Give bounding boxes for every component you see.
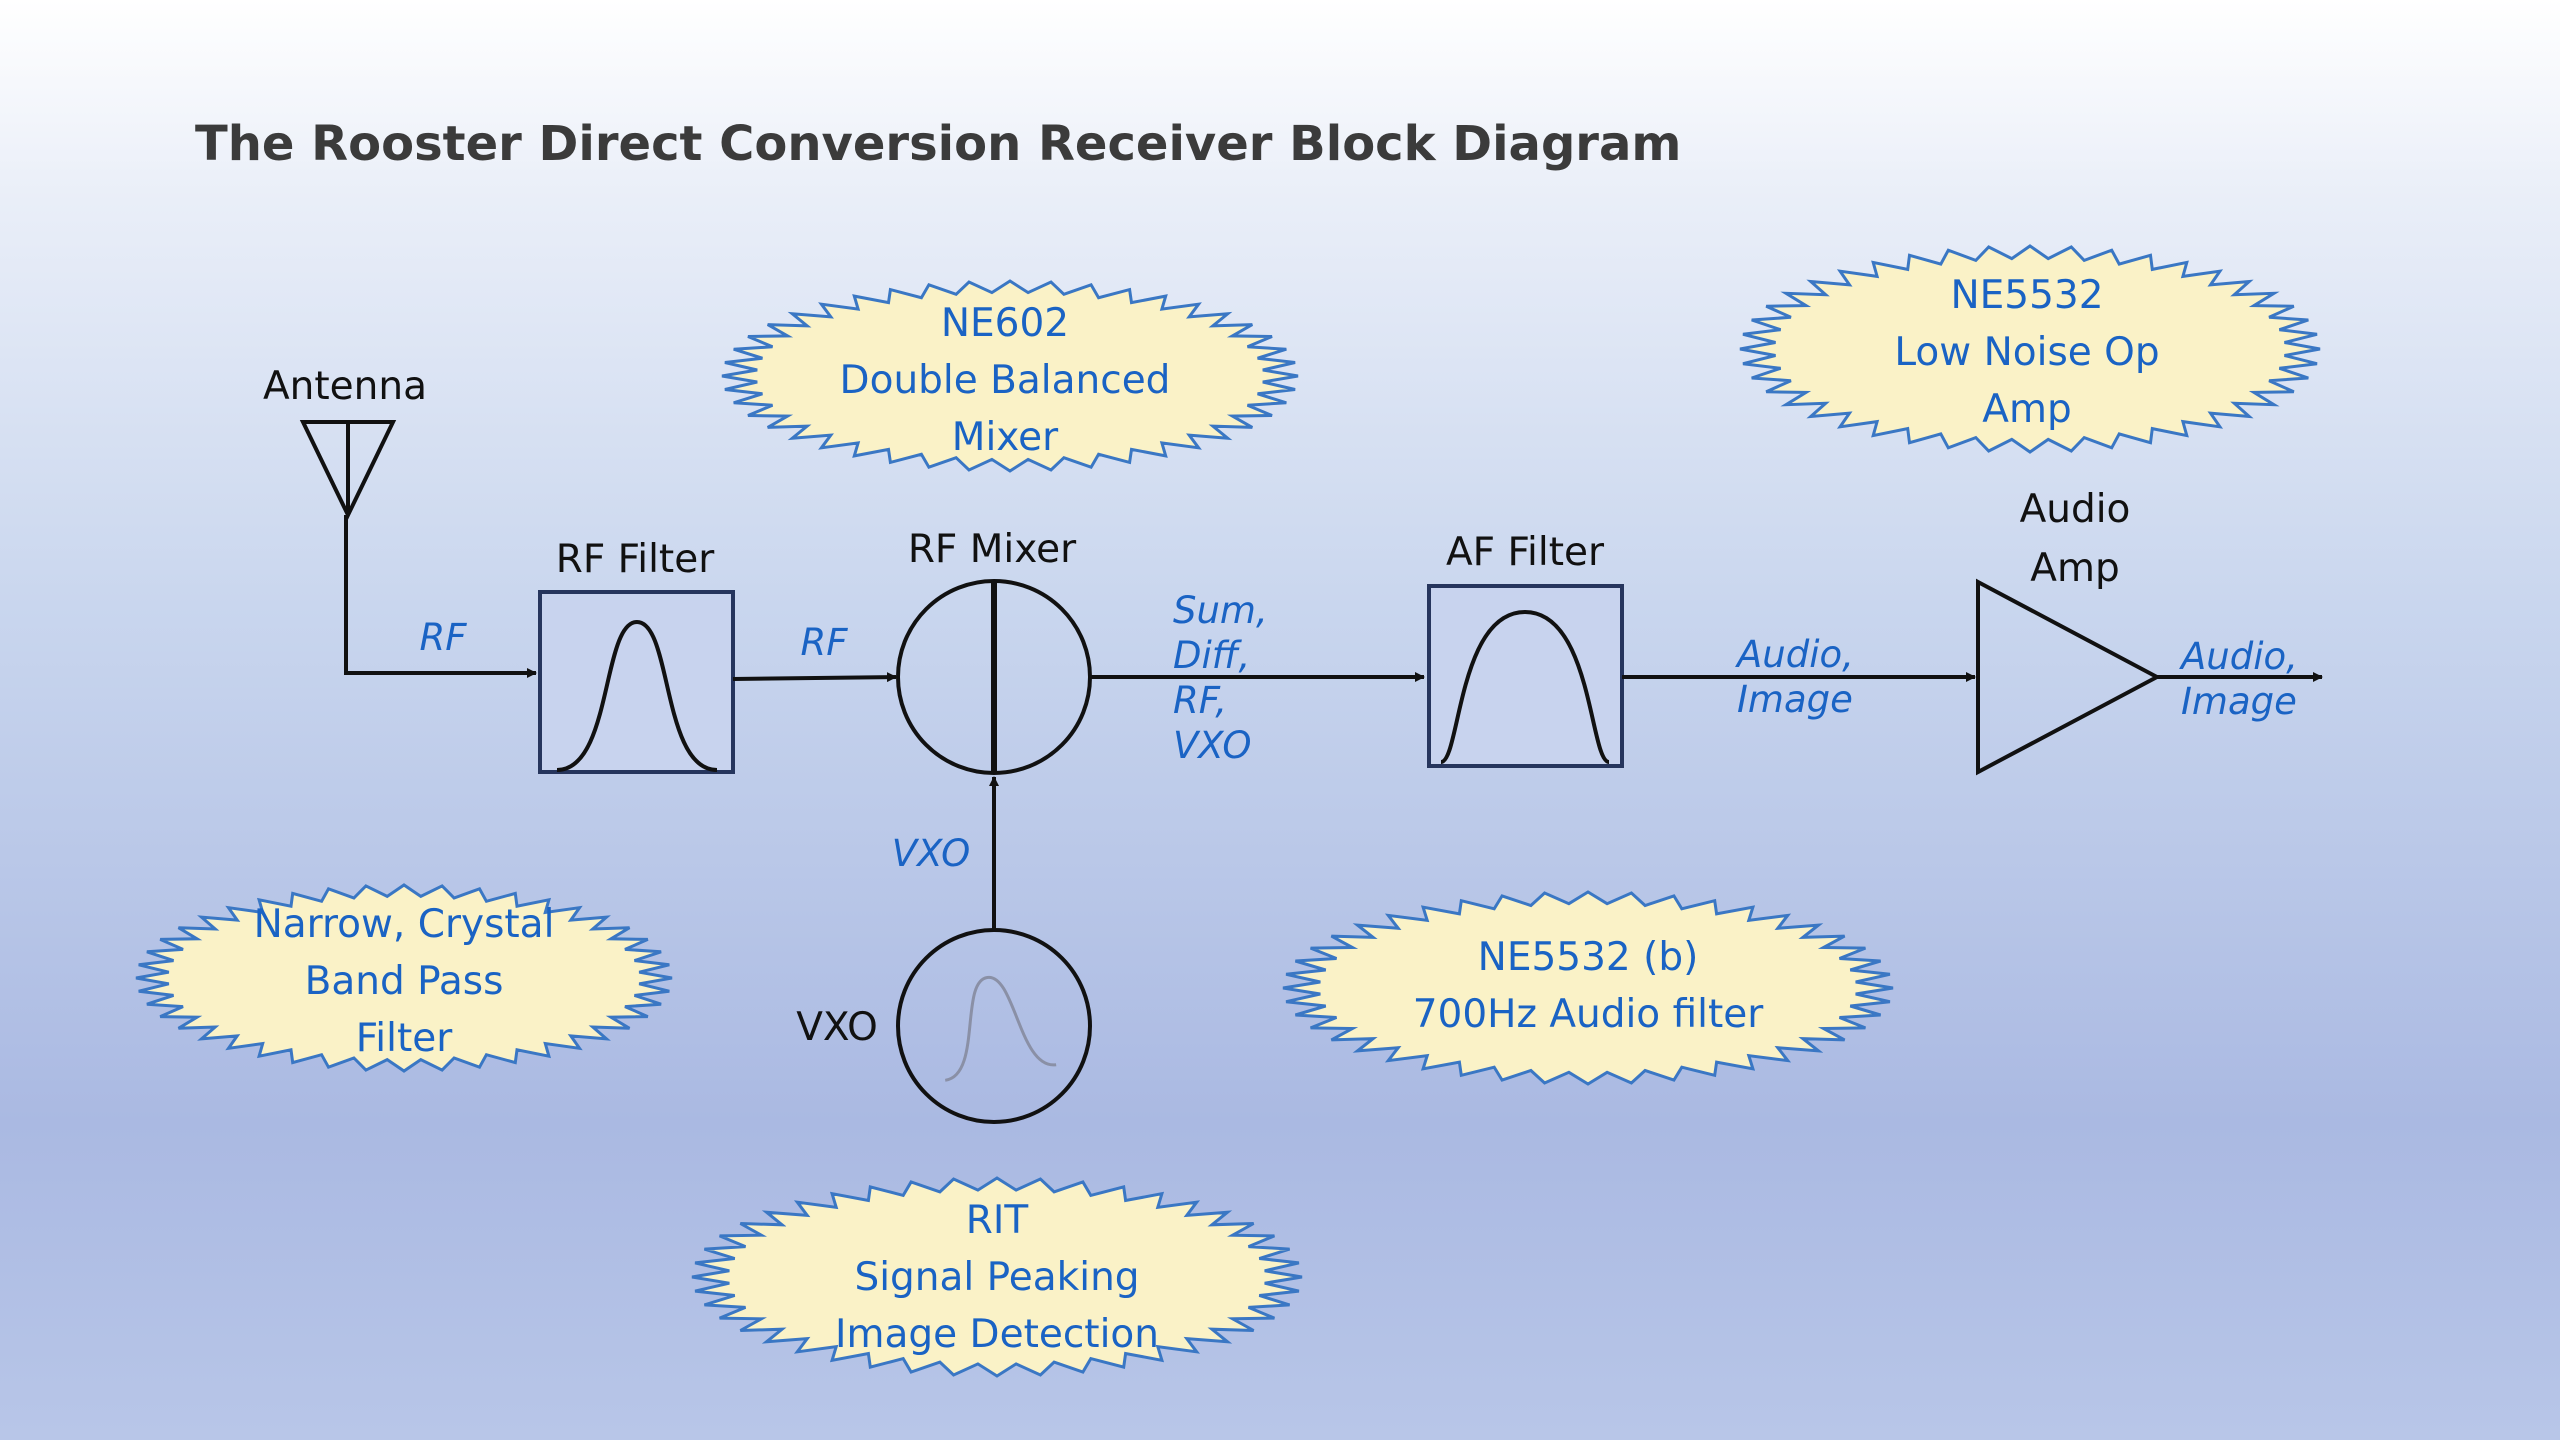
signal-label-rf-mid: RF [801, 621, 849, 664]
rf-mixer-label: RF Mixer [908, 527, 1077, 572]
note-rf-filter: Narrow, Crystal Band Pass Filter [135, 883, 673, 1073]
vxo-label: VXO [796, 1005, 878, 1050]
note-amp-line2: Low Noise Op [1894, 330, 2159, 375]
signal-label-rf-in: RF [420, 616, 468, 659]
rf-filter-to-mixer-arrow [732, 672, 897, 683]
audio-amp-label-line2: Amp [2030, 546, 2119, 591]
note-af-filter: NE5532 (b) 700Hz Audio filter [1282, 890, 1894, 1086]
note-rf-filter-line1: Narrow, Crystal [254, 902, 555, 947]
note-mixer-line2: Double Balanced [840, 358, 1171, 403]
af-filter-label: AF Filter [1446, 530, 1605, 575]
note-vxo-line2: Signal Peaking [854, 1255, 1139, 1300]
note-rf-filter-line2: Band Pass [305, 959, 504, 1004]
vxo-oscillator-symbol [896, 928, 1092, 1124]
note-mixer: NE602 Double Balanced Mixer [721, 279, 1299, 473]
note-af-filter-line1: NE5532 (b) [1478, 935, 1699, 980]
antenna-icon [299, 420, 397, 520]
diagram-title: The Rooster Direct Conversion Receiver B… [195, 116, 1681, 172]
signal-label-vxo-in: VXO [892, 832, 970, 875]
antenna-to-rf-filter-arrow [344, 515, 537, 678]
signal-label-image-out: Image [2181, 680, 2297, 723]
signal-label-audio-mid: Audio, [1735, 633, 1854, 676]
note-amp-line3: Amp [1982, 387, 2071, 432]
note-vxo-line1: RIT [966, 1198, 1029, 1243]
signal-label-vxo-out: VXO [1173, 724, 1251, 767]
rf-filter-label: RF Filter [556, 537, 715, 582]
rf-filter-block [538, 590, 735, 774]
signal-label-audio-out: Audio, [2179, 635, 2298, 678]
note-mixer-line3: Mixer [952, 415, 1059, 460]
signal-label-image-mid: Image [1737, 678, 1853, 721]
af-filter-block [1427, 584, 1624, 768]
note-af-filter-line2: 700Hz Audio filter [1413, 992, 1765, 1037]
rf-mixer-symbol [896, 579, 1092, 775]
note-mixer-line1: NE602 [941, 301, 1069, 346]
audio-amp-symbol [1976, 578, 2162, 776]
note-rf-filter-line3: Filter [356, 1016, 454, 1061]
note-vxo-line3: Image Detection [835, 1312, 1159, 1357]
antenna-label: Antenna [263, 364, 427, 409]
signal-label-diff: Diff, [1173, 634, 1250, 677]
signal-label-rf-out: RF, [1173, 679, 1227, 722]
signal-label-sum: Sum, [1173, 589, 1268, 632]
note-amp-line1: NE5532 [1950, 273, 2103, 318]
note-amp: NE5532 Low Noise Op Amp [1739, 244, 2321, 454]
note-vxo: RIT Signal Peaking Image Detection [691, 1176, 1303, 1378]
audio-amp-label-line1: Audio [2020, 487, 2131, 532]
